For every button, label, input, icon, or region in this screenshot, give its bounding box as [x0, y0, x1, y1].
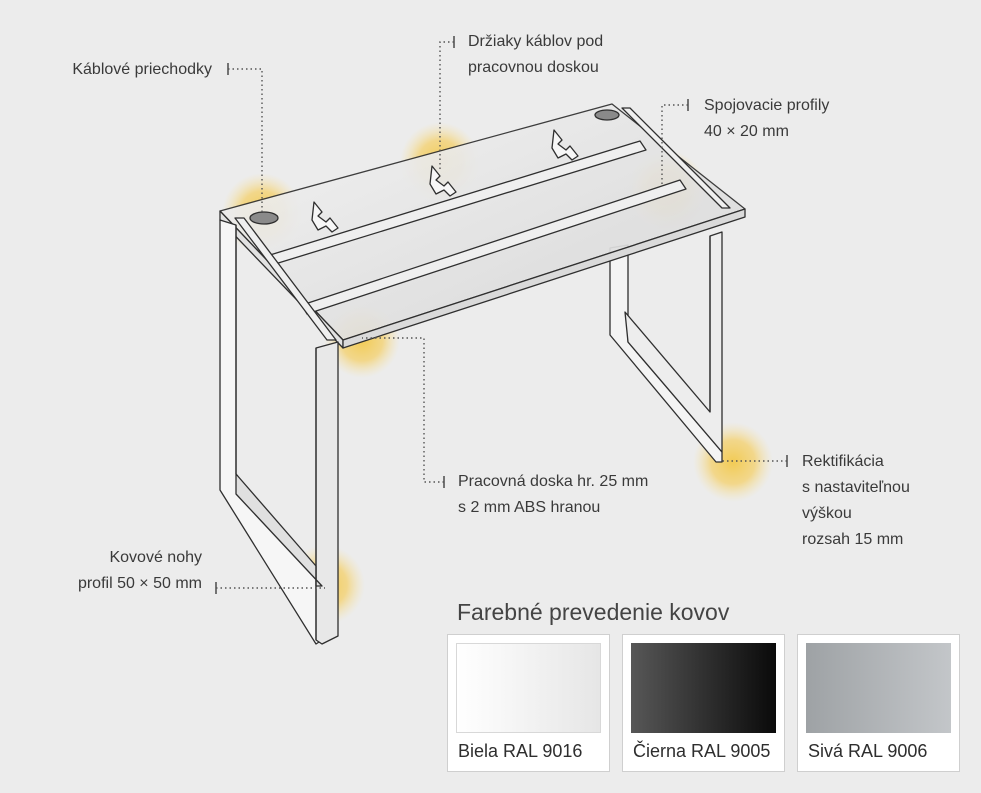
desk-top: [219, 103, 746, 349]
label-legs: Kovové nohy profil 50 × 50 mm: [77, 549, 202, 592]
connecting-profiles: [234, 107, 731, 341]
label-cable-grommets: Káblové priechodky: [72, 61, 212, 78]
label-cable-holders: Držiaky káblov pod pracovnou doskou: [468, 33, 604, 76]
swatch-label-black: Čierna RAL 9005: [633, 741, 771, 761]
swatch-card-black: Čierna RAL 9005: [622, 634, 785, 772]
colors-title: Farebné prevedenie kovov: [457, 599, 730, 625]
desk-drawing: [219, 103, 746, 645]
front-left-leg: [219, 219, 339, 645]
swatch-black: [631, 643, 776, 733]
leader-desktop: [362, 337, 444, 483]
swatch-label-silver: Sivá RAL 9006: [808, 741, 928, 761]
swatch-silver: [806, 643, 951, 733]
swatch-label-white: Biela RAL 9016: [458, 741, 583, 761]
label-connecting-profiles: Spojovacie profily 40 × 20 mm: [704, 97, 830, 140]
back-right-leg: [609, 231, 723, 463]
label-leveling: Rektifikácia s nastaviteľnou výškou rozs…: [802, 453, 910, 548]
swatch-white: [456, 643, 601, 733]
leader-end-ticks: [215, 36, 788, 594]
leader-lines: [216, 41, 787, 589]
label-desktop: Pracovná doska hr. 25 mm s 2 mm ABS hran…: [458, 473, 649, 516]
leader-cable-holders: [439, 41, 454, 170]
cable-holders: [311, 129, 579, 233]
swatch-card-silver: Sivá RAL 9006: [797, 634, 960, 772]
swatch-card-white: Biela RAL 9016: [447, 634, 610, 772]
